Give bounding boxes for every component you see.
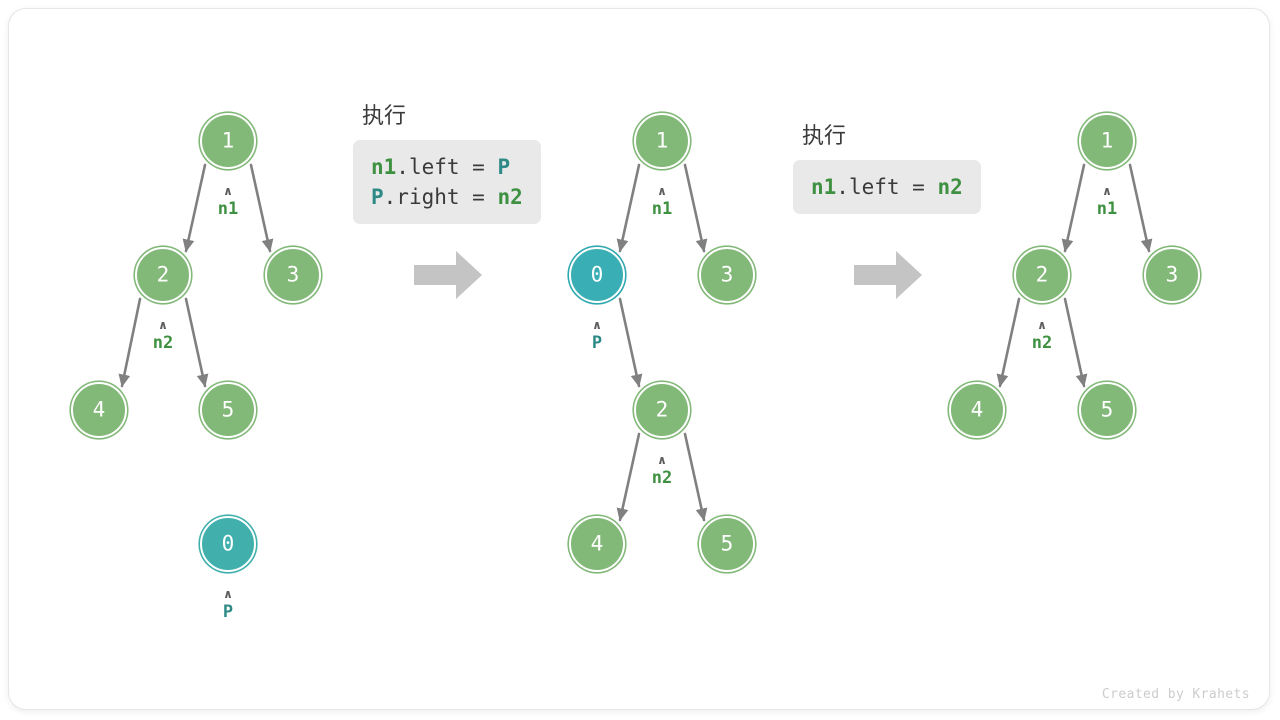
code-token: .right = <box>383 185 498 209</box>
watermark: Created by Krahets <box>1101 687 1250 702</box>
pointer-label-text: P <box>222 602 234 622</box>
code-token: n1 <box>811 175 837 199</box>
pointer-label-text: n2 <box>152 333 174 353</box>
pointer-caret-icon: ∧ <box>223 587 233 601</box>
tree-node-value: 0 <box>590 262 604 286</box>
tree-node: 2 <box>1014 247 1070 303</box>
tree-node: 2 <box>135 247 191 303</box>
edge-p1-1-3 <box>249 163 274 253</box>
tree-node-value: 1 <box>221 128 235 152</box>
tree-node: 4 <box>949 382 1005 438</box>
code-line: n1.left = P <box>371 152 523 182</box>
pointer-label-text: n1 <box>1096 199 1118 219</box>
pointer-label-n2: ∧n2 <box>1020 318 1064 353</box>
edge-p3-1-2 <box>1061 163 1086 253</box>
pointer-label-text: n1 <box>651 199 673 219</box>
tree-node-value: 4 <box>590 531 604 555</box>
edge-p2-2-5 <box>683 432 708 522</box>
tree-node: 5 <box>699 516 755 572</box>
pointer-label-n2: ∧n2 <box>141 318 185 353</box>
code-line: P.right = n2 <box>371 182 523 212</box>
tree-node: 0 <box>569 247 625 303</box>
pointer-label-text: n2 <box>651 468 673 488</box>
tree-node: 4 <box>569 516 625 572</box>
tree-node: 5 <box>1079 382 1135 438</box>
code-token: n2 <box>937 175 963 199</box>
edge-p2-0-2 <box>618 297 643 388</box>
tree-node-value: 3 <box>286 262 300 286</box>
tree-node: 0 <box>200 516 256 572</box>
tree-node: 3 <box>699 247 755 303</box>
code-token: P <box>497 155 511 179</box>
tree-node-value: 1 <box>655 128 669 152</box>
tree-node-value: 3 <box>720 262 734 286</box>
pointer-caret-icon: ∧ <box>223 184 233 198</box>
code-token: P <box>371 185 384 209</box>
code-token: n2 <box>497 185 523 209</box>
pointer-label-text: P <box>591 333 603 353</box>
edge-p2-2-4 <box>616 432 641 522</box>
tree-node: 5 <box>200 382 256 438</box>
edge-p3-2-5 <box>1063 297 1088 388</box>
pointer-caret-icon: ∧ <box>158 318 168 332</box>
tree-node: 1 <box>200 113 256 169</box>
tree-node: 3 <box>1144 247 1200 303</box>
tree-node-value: 2 <box>1035 262 1049 286</box>
code-token: .left = <box>836 175 938 199</box>
edge-p1-2-4 <box>118 297 142 388</box>
step-transition-arrow-2 <box>854 251 922 299</box>
tree-node-value: 5 <box>720 531 734 555</box>
step-transition-arrow-1 <box>414 251 482 299</box>
tree-node-value: 2 <box>156 262 170 286</box>
edge-p2-1-3 <box>683 163 708 253</box>
tree-node-value: 4 <box>970 397 984 421</box>
pointer-caret-icon: ∧ <box>1037 318 1047 332</box>
tree-node: 2 <box>634 382 690 438</box>
pointer-label-n1: ∧n1 <box>640 184 684 219</box>
edge-p1-2-5 <box>184 297 209 388</box>
tree-node: 4 <box>71 382 127 438</box>
code-token: .left = <box>396 155 498 179</box>
pointer-caret-icon: ∧ <box>592 318 602 332</box>
code-line: n1.left = n2 <box>811 172 963 202</box>
tree-node: 1 <box>634 113 690 169</box>
pointer-label-P: ∧P <box>575 318 619 353</box>
tree-node-value: 5 <box>221 397 235 421</box>
code-token: n1 <box>371 155 397 179</box>
pointer-label-text: n2 <box>1031 333 1053 353</box>
tree-node-value: 5 <box>1100 397 1114 421</box>
tree-node: 3 <box>265 247 321 303</box>
step-2-caption: 执行 <box>362 103 407 128</box>
pointer-caret-icon: ∧ <box>1102 184 1112 198</box>
tree-node-value: 4 <box>92 397 106 421</box>
pointer-label-text: n1 <box>217 199 239 219</box>
edge-p3-1-3 <box>1128 163 1153 253</box>
tree-node-value: 3 <box>1165 262 1179 286</box>
pointer-label-P: ∧P <box>206 587 250 622</box>
tree-node-value: 2 <box>655 397 669 421</box>
pointer-label-n2: ∧n2 <box>640 453 684 488</box>
tree-node-value: 1 <box>1100 128 1114 152</box>
pointer-label-n1: ∧n1 <box>206 184 250 219</box>
edge-p1-1-2 <box>182 163 207 253</box>
pointer-caret-icon: ∧ <box>657 453 667 467</box>
step-3-caption: 执行 <box>802 123 847 148</box>
edge-p3-2-4 <box>996 297 1021 388</box>
tree-node-value: 0 <box>221 531 235 555</box>
pointer-label-n1: ∧n1 <box>1085 184 1129 219</box>
step-3-code-block: n1.left = n2 <box>793 160 981 214</box>
edge-p2-1-0 <box>616 163 641 253</box>
pointer-caret-icon: ∧ <box>657 184 667 198</box>
tree-node: 1 <box>1079 113 1135 169</box>
